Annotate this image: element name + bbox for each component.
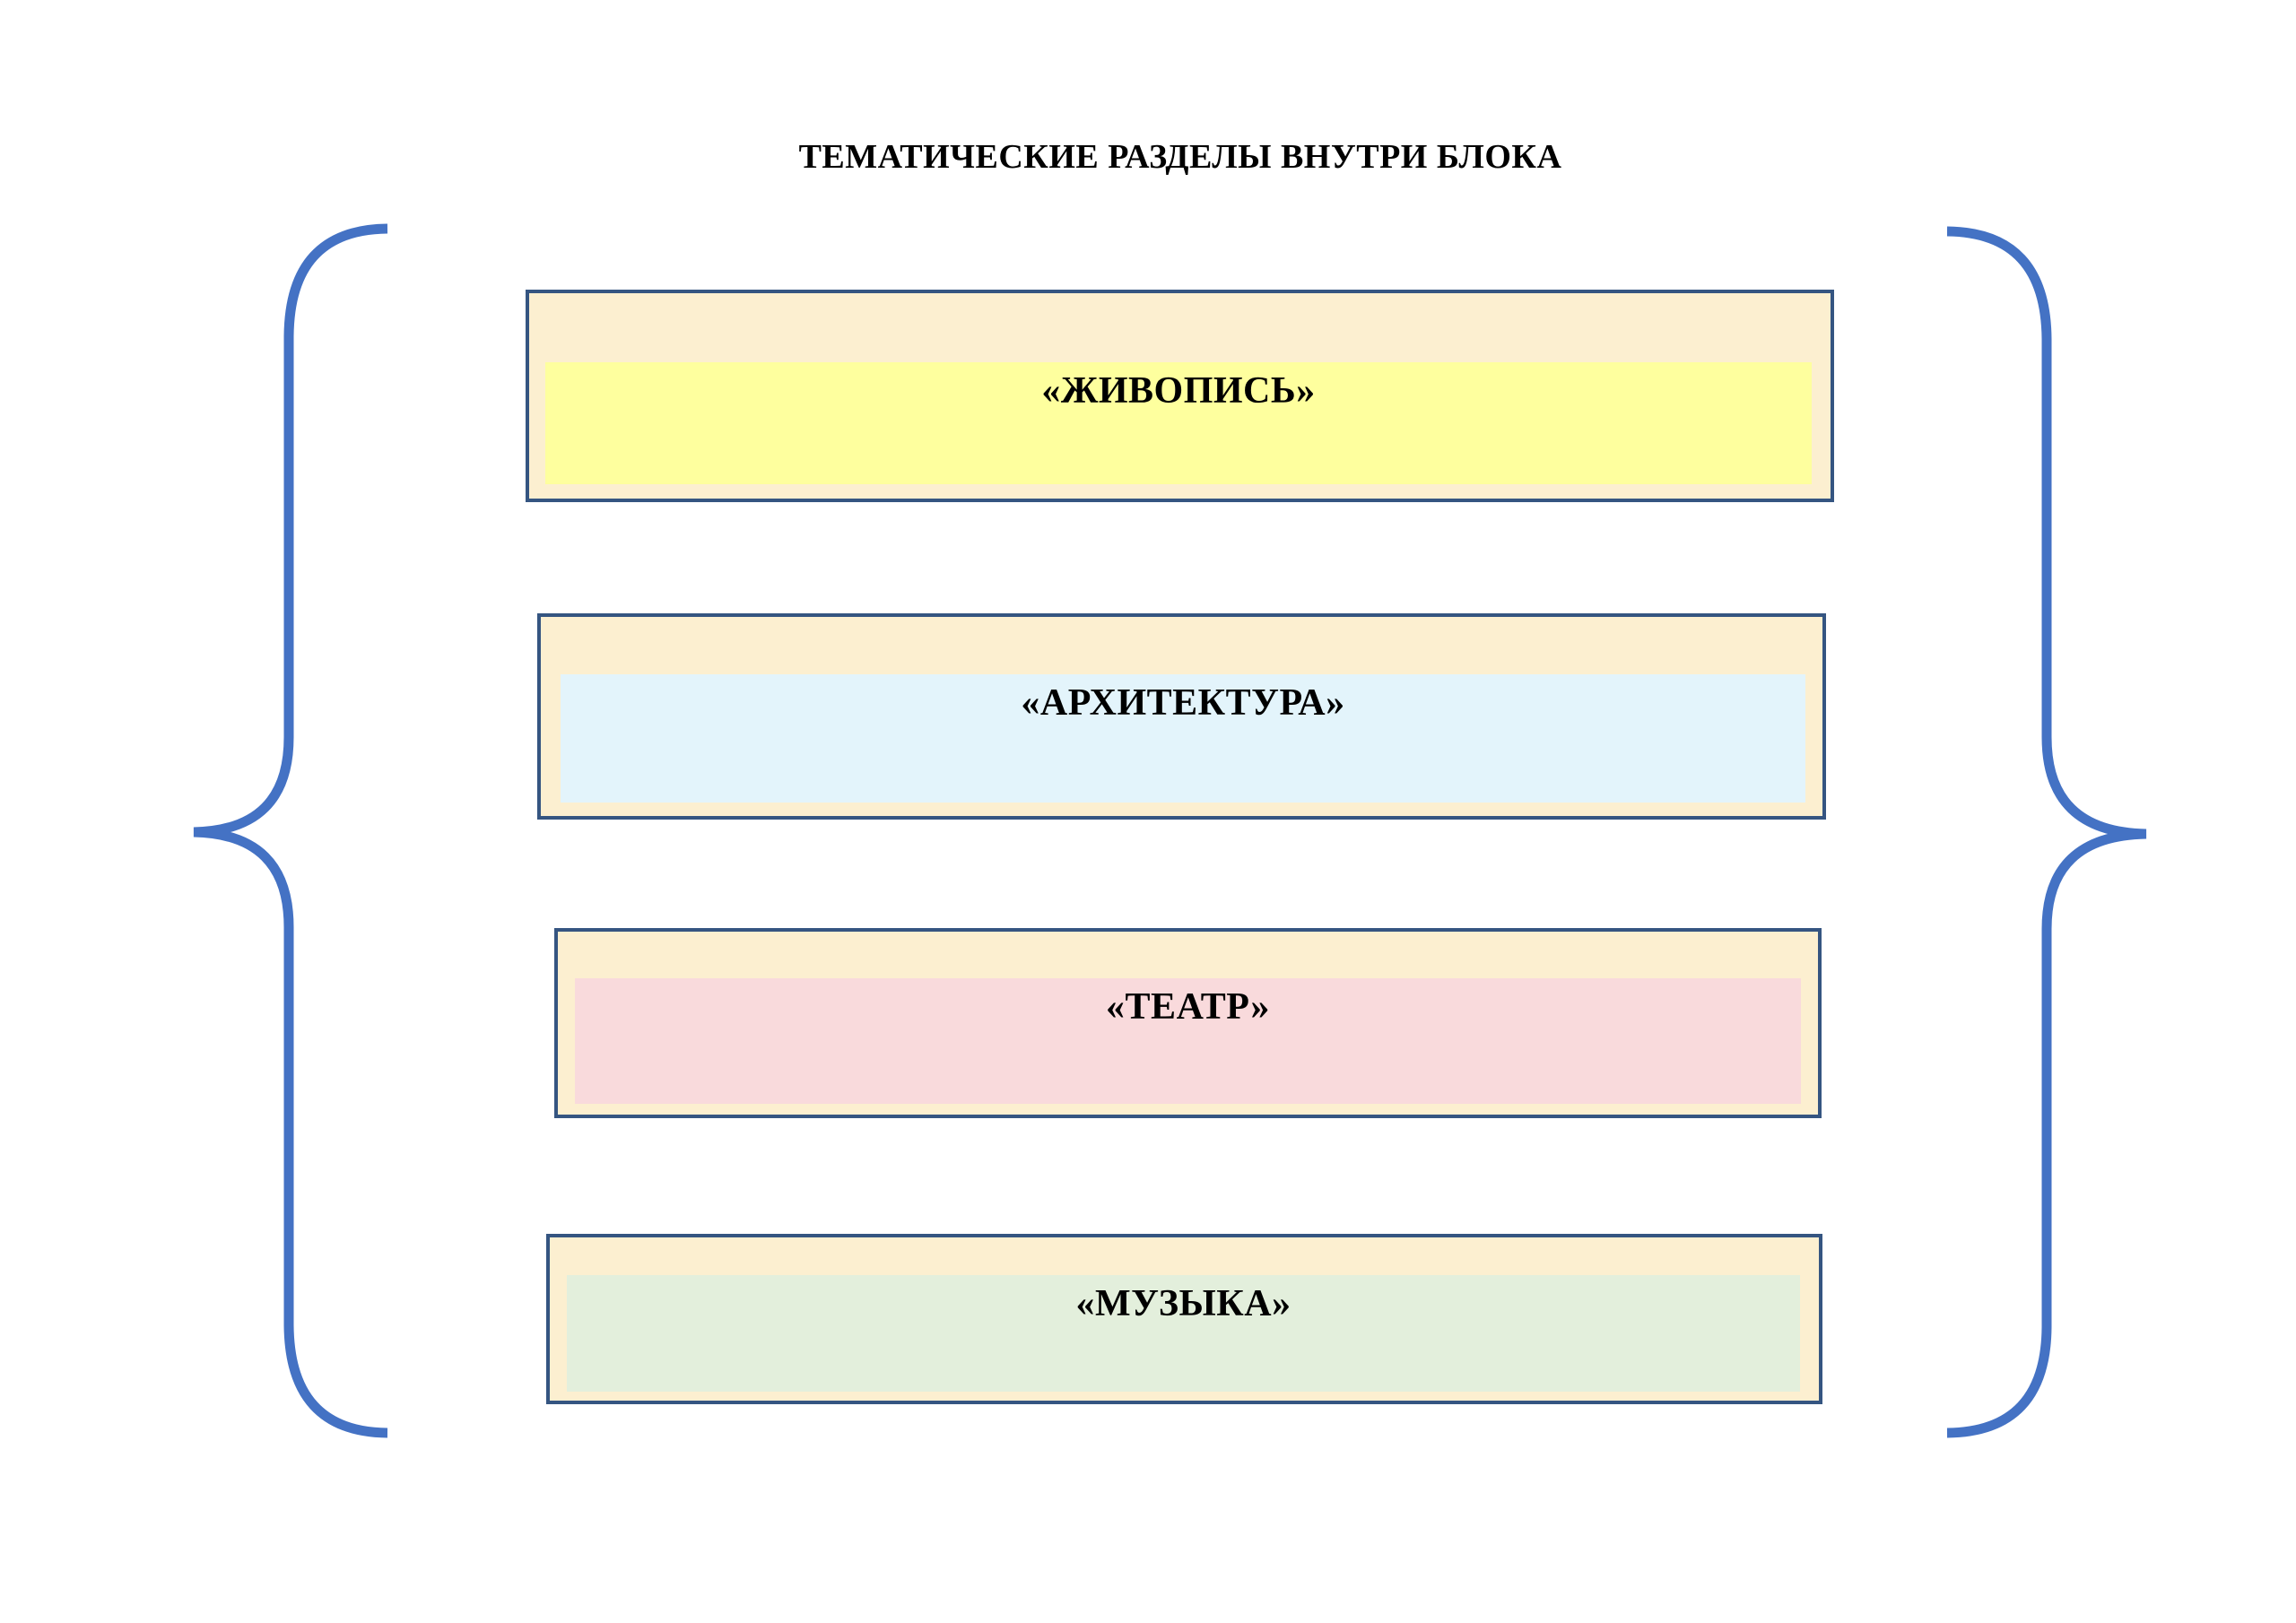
section-label-theater: «ТЕАТР» <box>1106 986 1270 1028</box>
section-inner-architecture: «АРХИТЕКТУРА» <box>561 674 1805 803</box>
section-label-painting: «ЖИВОПИСЬ» <box>1041 370 1316 412</box>
section-label-music: «МУЗЫКА» <box>1075 1283 1292 1324</box>
section-inner-painting: «ЖИВОПИСЬ» <box>545 362 1812 484</box>
section-card-music: «МУЗЫКА» <box>546 1234 1822 1404</box>
section-label-architecture: «АРХИТЕКТУРА» <box>1021 682 1345 724</box>
section-inner-theater: «ТЕАТР» <box>575 978 1801 1104</box>
section-card-architecture: «АРХИТЕКТУРА» <box>537 613 1826 820</box>
diagram-title: ТЕМАТИЧЕСКИЕ РАЗДЕЛЫ ВНУТРИ БЛОКА <box>798 138 1562 176</box>
left-brace-icon <box>193 223 388 1438</box>
section-card-painting: «ЖИВОПИСЬ» <box>526 290 1834 502</box>
section-card-theater: «ТЕАТР» <box>554 928 1822 1118</box>
section-inner-music: «МУЗЫКА» <box>567 1275 1800 1392</box>
right-brace-icon <box>1946 226 2147 1438</box>
